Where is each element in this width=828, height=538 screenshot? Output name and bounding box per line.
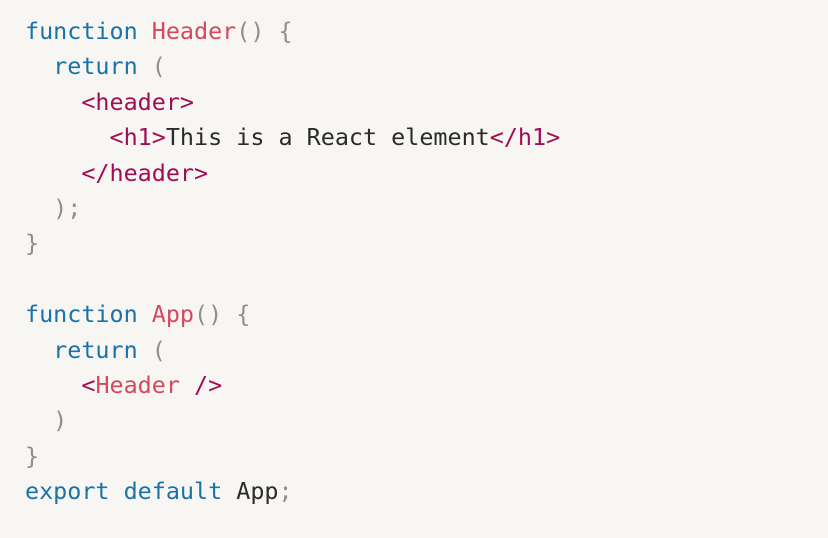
function-name-token: Header: [151, 17, 237, 45]
punctuation-token: (: [151, 335, 166, 364]
code-line: <h1>This is a React element</h1>: [25, 120, 561, 155]
keyword-token: default: [123, 477, 223, 506]
code-line: <Header />: [25, 368, 560, 403]
text-token: [25, 194, 53, 222]
code-line: ): [25, 403, 560, 438]
code-line: [25, 262, 560, 297]
code-line: <header>: [25, 85, 560, 120]
text-token: [180, 371, 194, 399]
code-line: }: [25, 226, 560, 261]
text-token: [25, 336, 53, 364]
punctuation-token: (: [151, 52, 166, 81]
keyword-token: export: [25, 477, 110, 506]
text-token: [25, 123, 110, 151]
text-token: [138, 17, 152, 45]
function-name-token: Header: [95, 370, 180, 399]
punctuation-token: ): [53, 406, 68, 435]
text-token: [138, 300, 152, 328]
text-token: This is a React element: [165, 123, 490, 152]
text-token: [25, 88, 81, 116]
text-token: [25, 159, 81, 187]
keyword-token: return: [53, 52, 138, 81]
jsx-tag-token: <h1>: [109, 123, 166, 152]
code-line: function App() {: [25, 297, 560, 332]
text-token: [25, 406, 53, 434]
jsx-tag-token: </header>: [81, 158, 209, 187]
jsx-tag-token: </h1>: [489, 123, 561, 152]
text-token: [25, 52, 53, 80]
text-token: [138, 336, 152, 364]
punctuation-token: );: [53, 193, 82, 222]
code-line: function Header() {: [25, 14, 560, 49]
punctuation-token: ;: [278, 477, 293, 506]
code-line: }: [25, 439, 560, 474]
keyword-token: function: [25, 300, 138, 329]
code-line: return (: [25, 333, 560, 368]
code-line: );: [25, 191, 560, 226]
text-token: [138, 52, 152, 80]
keyword-token: return: [53, 335, 138, 364]
code-block: function Header() { return ( <header> <h…: [25, 14, 560, 509]
punctuation-token: () {: [194, 300, 251, 329]
jsx-tag-token: <: [81, 370, 96, 399]
jsx-tag-token: <header>: [81, 87, 195, 116]
text-token: App: [236, 477, 279, 506]
text-token: [25, 371, 81, 399]
keyword-token: function: [25, 17, 138, 45]
code-line: export default App;: [25, 474, 560, 509]
punctuation-token: () {: [236, 17, 293, 45]
punctuation-token: }: [25, 441, 40, 470]
code-line: </header>: [25, 156, 560, 191]
punctuation-token: }: [25, 229, 40, 258]
text-token: [222, 477, 236, 505]
function-name-token: App: [151, 300, 195, 329]
text-token: [110, 477, 124, 505]
jsx-tag-token: />: [194, 370, 223, 399]
code-line: return (: [25, 49, 560, 84]
